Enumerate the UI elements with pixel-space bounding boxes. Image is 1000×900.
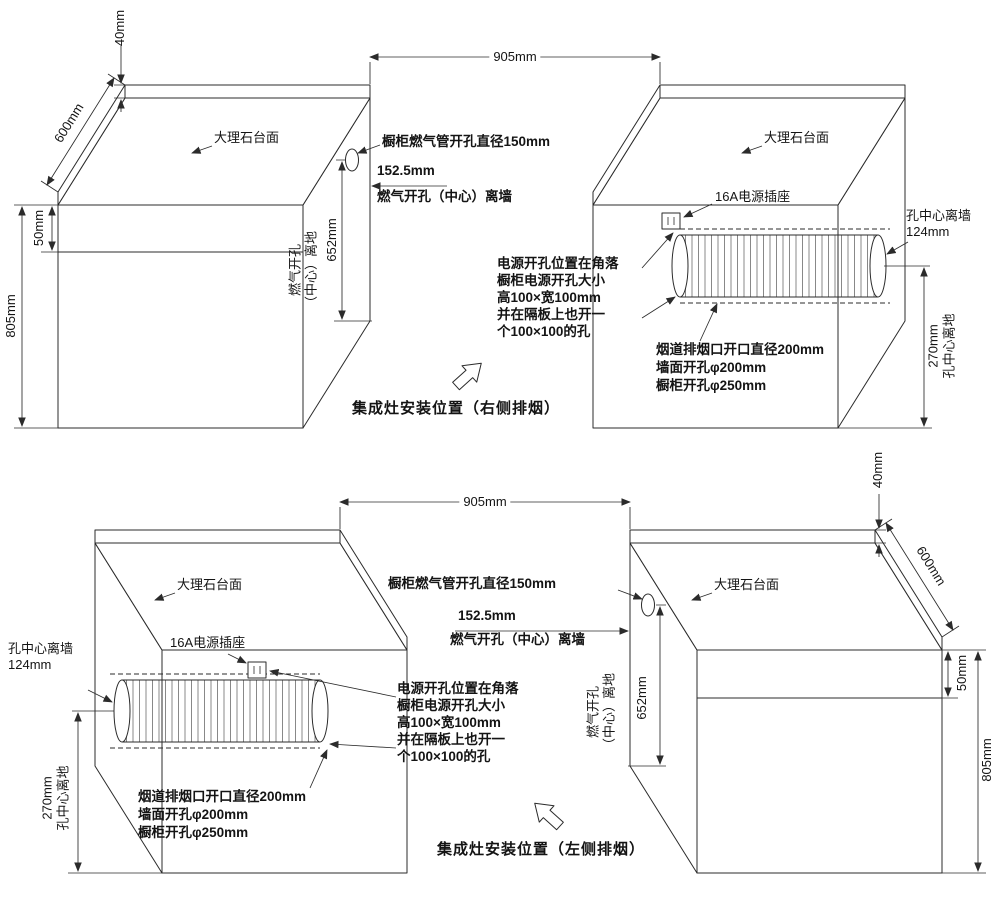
leader-flue-note [309, 749, 328, 789]
socket-label-top: 16A电源插座 [715, 189, 791, 204]
power-socket [247, 661, 267, 679]
leader-socket [683, 203, 713, 218]
dim-label-905mm-top: 905mm [489, 49, 541, 65]
gas-hole-note-bottom: 橱柜燃气管开孔直径150mm [388, 576, 557, 591]
dim-label-50mm-bottom: 50mm [954, 654, 970, 692]
flue-cabinet-hole-outline [680, 228, 890, 304]
flue-wall-note-bottom: 孔中心离墙 124mm [8, 641, 74, 672]
power-note-bottom: 电源开孔位置在角落 橱柜电源开孔大小 高100×宽100mm 并在隔板上也开一 … [397, 681, 519, 764]
flue-note-bottom: 烟道排烟口开口直径200mm 墙面开孔φ200mm 橱柜开孔φ250mm [138, 789, 307, 840]
marble-label-bottom-left: 大理石台面 [177, 577, 243, 592]
flue-opening-right [311, 679, 329, 743]
position-arrow [452, 362, 482, 391]
gas-hole [345, 148, 359, 172]
flue-duct-body [680, 234, 878, 298]
caption-bottom: 集成灶安装位置（左侧排烟） [437, 841, 646, 858]
gas-wall-note-bottom: 燃气开孔（中心）离墙 [450, 632, 585, 647]
dim-label-40mm-top: 40mm [112, 9, 128, 47]
flue-floor-note-bottom: 270mm 孔中心离地 [39, 765, 70, 831]
flue-duct-body [122, 679, 320, 743]
marble-label-top-left: 大理石台面 [214, 130, 280, 145]
flue-wall-note-top: 孔中心离墙 124mm [906, 208, 972, 239]
leader-marble-right [691, 592, 713, 601]
socket-slots [667, 217, 675, 225]
leader-marble-right [741, 145, 763, 154]
flue-opening-left [113, 679, 131, 743]
bottom-right-cabinet [629, 529, 943, 874]
leader-socket [227, 653, 247, 664]
leader-flue-wall [886, 241, 909, 255]
dim-label-805mm-bottom: 805mm [979, 738, 995, 782]
socket-label-bottom: 16A电源插座 [170, 635, 246, 650]
countertop-band [592, 84, 906, 206]
top-left-cabinet [57, 84, 371, 429]
countertop-band [94, 529, 408, 651]
bottom-diagram [68, 494, 986, 874]
power-socket [661, 212, 681, 230]
marble-label-bottom-right: 大理石台面 [714, 577, 780, 592]
socket-slots [253, 666, 261, 674]
flue-duct [671, 228, 890, 304]
leader-gas-hole [357, 144, 381, 154]
dim-label-152mm-top: 152.5mm [377, 163, 435, 178]
extension-lines [14, 62, 932, 429]
power-note-top: 电源开孔位置在角落 橱柜电源开孔大小 高100×宽100mm 并在隔板上也开一 … [497, 256, 619, 339]
flue-duct [110, 673, 329, 749]
dim-label-652mm-bottom: 652mm [634, 676, 650, 720]
leader-flue-note [699, 303, 718, 342]
leader-marble-left [191, 145, 213, 154]
extension-lines [68, 507, 986, 874]
socket-body [247, 661, 267, 679]
flue-cabinet-hole-outline [110, 673, 320, 749]
flue-note-top: 烟道排烟口开口直径200mm 墙面开孔φ200mm 橱柜开孔φ250mm [656, 342, 825, 393]
leader-power-cylinder [329, 740, 397, 749]
flue-duct-hatching [680, 235, 878, 297]
dim-600mm [46, 77, 115, 186]
flue-opening-left [671, 234, 689, 298]
leader-gas-hole [617, 589, 643, 600]
gas-hole [641, 593, 655, 617]
caption-top: 集成灶安装位置（右侧排烟） [352, 400, 561, 417]
cabinet-front-face [57, 204, 304, 429]
top-right-cabinet [592, 84, 906, 429]
socket-body [661, 212, 681, 230]
leader-power-cylinder [641, 296, 676, 319]
dim-label-152mm-bottom: 152.5mm [458, 608, 516, 623]
gas-floor-note-top: 燃气开孔 （中心）离地 [287, 230, 318, 310]
leader-power-socket [641, 232, 674, 269]
leader-flue-wall [87, 689, 113, 703]
gas-floor-note-bottom: 燃气开孔 （中心）离地 [585, 672, 616, 752]
dim-label-652mm-top: 652mm [324, 218, 340, 262]
gas-wall-note-top: 燃气开孔（中心）离墙 [377, 189, 512, 204]
marble-label-top-right: 大理石台面 [764, 130, 830, 145]
gas-hole-note-top: 橱柜燃气管开孔直径150mm [382, 134, 551, 149]
flue-duct-hatching [122, 680, 320, 742]
dim-label-50mm-top: 50mm [31, 209, 47, 247]
dim-label-905mm-bottom: 905mm [459, 494, 511, 510]
top-diagram [14, 46, 932, 429]
flue-opening-right [869, 234, 887, 298]
bottom-left-cabinet [94, 529, 408, 874]
leader-marble-left [154, 592, 176, 601]
dim-label-40mm-bottom: 40mm [870, 451, 886, 489]
dim-600mm [885, 522, 954, 631]
leader-power-socket [269, 669, 397, 698]
cabinet-front-face [696, 649, 943, 874]
dim-label-805mm-top: 805mm [3, 294, 19, 338]
position-arrow [534, 802, 564, 831]
flue-floor-note-top: 270mm 孔中心离地 [925, 313, 956, 379]
